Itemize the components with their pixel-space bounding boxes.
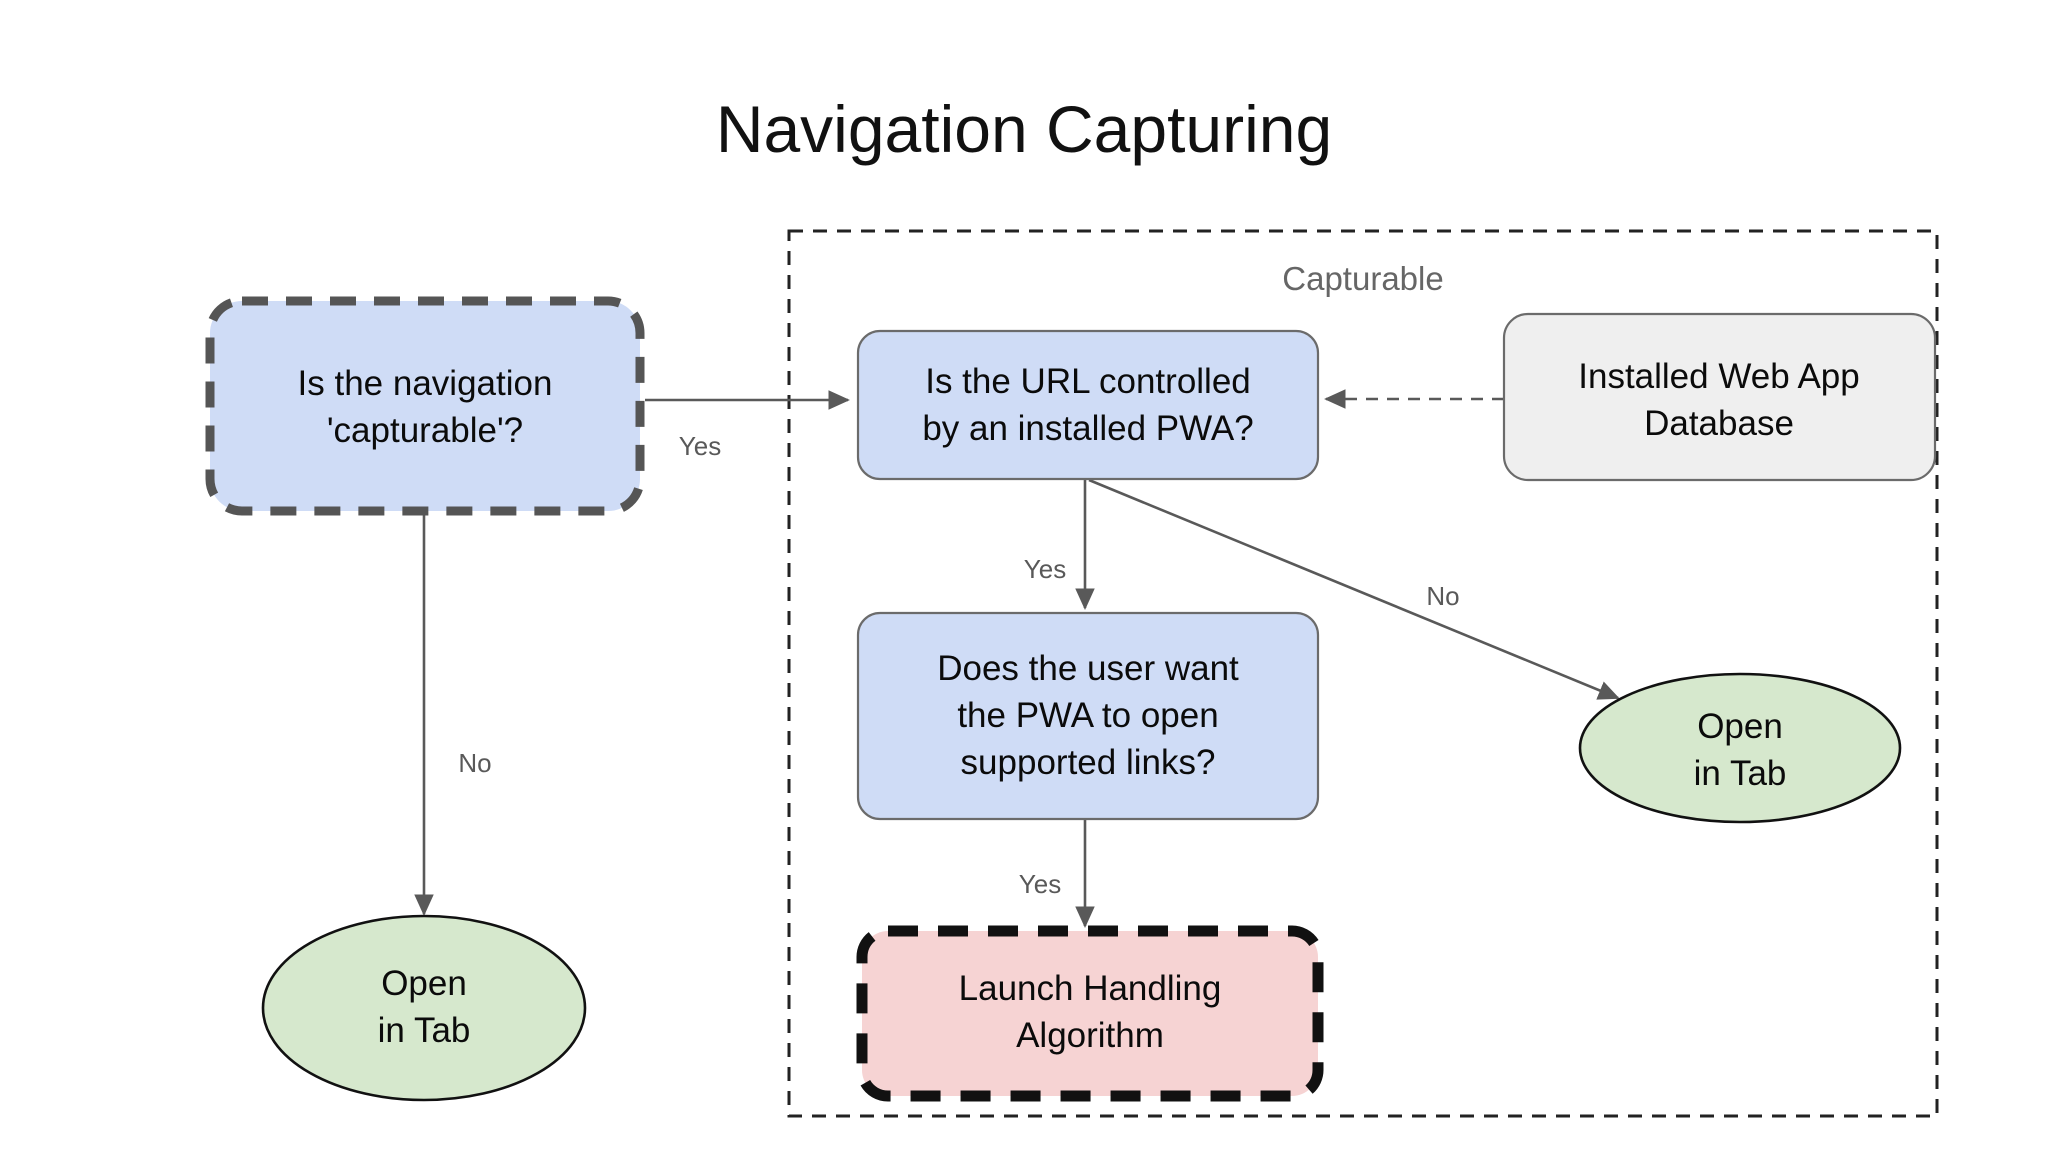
node-fill-is-url-controlled (858, 331, 1318, 479)
node-label-installed-web-app-database-line2: Database (1644, 404, 1794, 443)
node-fill-open-in-tab-right (1580, 674, 1900, 822)
node-label-is-url-controlled-line2: by an installed PWA? (922, 409, 1253, 448)
edge-url-yes: Yes (1024, 480, 1095, 610)
capturable-group-label: Capturable (1282, 260, 1443, 297)
node-label-is-url-controlled-line1: Is the URL controlled (925, 362, 1251, 401)
edge-capturable-yes: Yes (645, 390, 850, 461)
node-launch-handling-algorithm[interactable]: Launch Handling Algorithm (856, 925, 1324, 1102)
edge-capturable-no: No (414, 515, 492, 916)
node-label-is-navigation-capturable-line1: Is the navigation (298, 364, 553, 403)
node-label-open-in-tab-right-line1: Open (1697, 707, 1783, 746)
node-label-does-user-want-pwa-line3: supported links? (961, 743, 1216, 782)
node-border-installed-web-app-database (1502, 312, 1937, 482)
edge-user-want-yes: Yes (1019, 819, 1095, 928)
node-border-is-navigation-capturable (205, 296, 645, 516)
page-title: Navigation Capturing (716, 92, 1332, 166)
edge-url-no: No (1088, 478, 1620, 700)
edge-label-capturable-no: No (458, 748, 491, 778)
capturable-group-border (787, 229, 1939, 1118)
node-border-is-url-controlled (856, 329, 1320, 481)
node-fill-does-user-want-pwa (858, 613, 1318, 819)
edge-label-capturable-yes: Yes (679, 431, 721, 461)
node-installed-web-app-database[interactable]: Installed Web App Database (1502, 312, 1937, 482)
node-open-in-tab-right[interactable]: Open in Tab (1578, 672, 1902, 824)
node-fill-is-navigation-capturable (210, 301, 640, 511)
node-border-open-in-tab-right (1578, 672, 1902, 824)
node-border-launch-handling-algorithm (856, 925, 1324, 1102)
node-label-open-in-tab-left-line1: Open (381, 964, 467, 1003)
node-open-in-tab-left[interactable]: Open in Tab (261, 914, 587, 1102)
node-fill-open-in-tab-left (263, 916, 585, 1100)
node-border-open-in-tab-left (261, 914, 587, 1102)
node-border-does-user-want-pwa (856, 611, 1320, 821)
node-is-navigation-capturable[interactable]: Is the navigation 'capturable'? (205, 296, 645, 516)
node-label-launch-handling-algorithm-line1: Launch Handling (959, 969, 1222, 1008)
node-fill-launch-handling-algorithm (862, 931, 1318, 1096)
node-label-open-in-tab-right-line2: in Tab (1694, 754, 1787, 793)
node-label-does-user-want-pwa-line2: the PWA to open (957, 696, 1218, 735)
node-label-launch-handling-algorithm-line2: Algorithm (1016, 1016, 1164, 1055)
edge-label-url-yes: Yes (1024, 554, 1066, 584)
node-fill-installed-web-app-database (1504, 314, 1935, 480)
node-label-does-user-want-pwa-line1: Does the user want (937, 649, 1239, 688)
node-label-is-navigation-capturable-line2: 'capturable'? (327, 411, 523, 450)
edge-label-user-want-yes: Yes (1019, 869, 1061, 899)
node-does-user-want-pwa[interactable]: Does the user want the PWA to open suppo… (856, 611, 1320, 821)
node-label-open-in-tab-left-line2: in Tab (378, 1011, 471, 1050)
node-is-url-controlled[interactable]: Is the URL controlled by an installed PW… (856, 329, 1320, 481)
edge-label-url-no: No (1426, 581, 1459, 611)
node-label-installed-web-app-database-line1: Installed Web App (1578, 357, 1860, 396)
